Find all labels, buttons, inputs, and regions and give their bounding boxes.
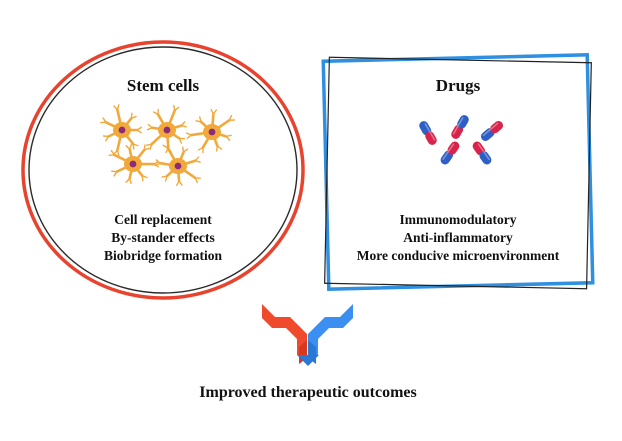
- stem-cell-icon: [154, 142, 201, 187]
- drugs-title: Drugs: [435, 76, 481, 95]
- stem-cells-circle: [21, 40, 305, 300]
- stem-cell-icon: [185, 108, 236, 154]
- stem-cell-icon: [108, 143, 159, 185]
- stem-cells-item-1: Cell replacement: [114, 212, 212, 227]
- stem-cell-icon: [145, 104, 187, 154]
- drugs-item-1: Immunomodulatory: [399, 212, 517, 227]
- drugs-frame: [321, 53, 595, 291]
- stem-cells-title: Stem cells: [126, 76, 200, 95]
- neuron-cluster-icon: [100, 104, 236, 187]
- capsule-pill: [451, 115, 469, 139]
- capsule-pill: [419, 121, 437, 145]
- stem-cells-item-2: By-stander effects: [111, 230, 215, 245]
- stem-cell-icon: [100, 104, 142, 156]
- capsule-pill: [480, 121, 504, 141]
- drugs-item-3: More conducive microenvironment: [356, 248, 560, 263]
- outcome-label: Improved therapeutic outcomes: [199, 384, 417, 401]
- capsule-pill: [440, 141, 460, 165]
- stem-cells-item-3: Biobridge formation: [103, 248, 223, 263]
- capsule-pills-icon: [419, 115, 504, 165]
- merge-arrow-icon: [262, 304, 353, 366]
- capsule-pill: [472, 141, 492, 165]
- drugs-item-2: Anti-inflammatory: [403, 230, 513, 245]
